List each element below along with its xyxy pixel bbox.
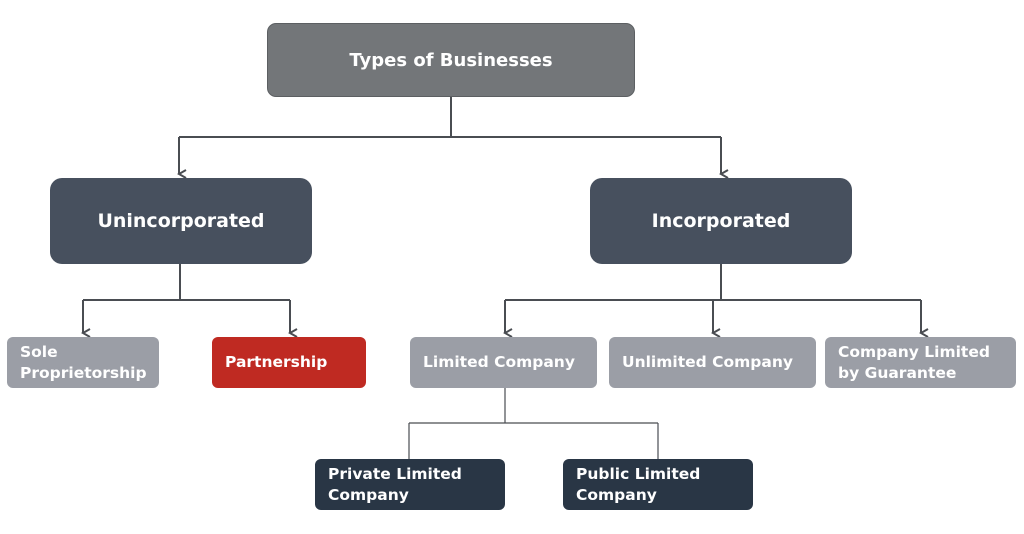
node-public-limited-company: Public Limited Company	[563, 459, 753, 510]
node-company-limited-by-guarantee: Company Limited by Guarantee	[825, 337, 1016, 388]
node-partnership: Partnership	[212, 337, 366, 388]
node-label: Private Limited Company	[328, 464, 462, 504]
node-label: Incorporated	[651, 210, 791, 232]
node-incorporated: Incorporated	[590, 178, 852, 264]
node-label: Unlimited Company	[622, 353, 793, 371]
node-label: Sole Proprietorship	[20, 342, 147, 382]
node-unincorporated: Unincorporated	[50, 178, 312, 264]
node-label: Public Limited Company	[576, 464, 701, 504]
node-label: Company Limited by Guarantee	[838, 342, 990, 382]
node-private-limited-company: Private Limited Company	[315, 459, 505, 510]
node-sole-proprietorship: Sole Proprietorship	[7, 337, 159, 388]
node-label: Partnership	[225, 353, 328, 371]
node-label: Limited Company	[423, 353, 575, 371]
node-limited-company: Limited Company	[410, 337, 597, 388]
node-unlimited-company: Unlimited Company	[609, 337, 816, 388]
node-label: Types of Businesses	[349, 49, 553, 71]
node-label: Unincorporated	[97, 210, 265, 232]
node-types-of-businesses: Types of Businesses	[267, 23, 635, 97]
